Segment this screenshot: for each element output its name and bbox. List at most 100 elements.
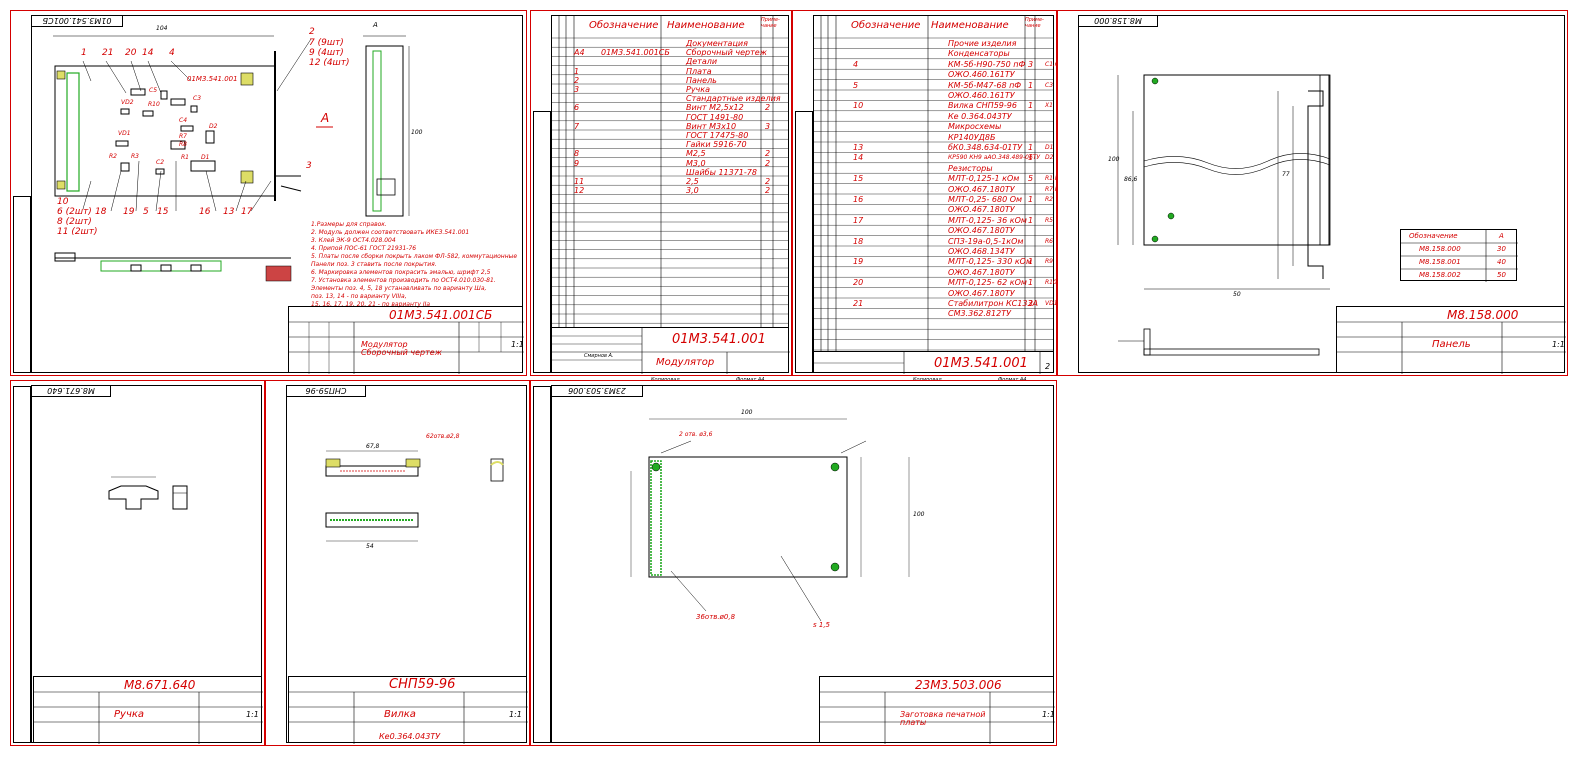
part-label: 01М3.541.001 <box>187 75 238 83</box>
sheet-assembly-drawing: 01М3.541.001СБ <box>10 10 527 376</box>
spec-grid <box>813 15 1054 351</box>
spec-cell: 14 <box>853 153 864 163</box>
spec-cell: 10 <box>853 101 864 111</box>
spec-cell: СПЗ-19а-0,5-1кОм <box>948 236 1024 246</box>
dim-height: 100 <box>1108 156 1120 163</box>
comp-r7: R7 <box>179 133 187 140</box>
table-header-a: А <box>1499 232 1504 240</box>
spec-cell: МЛТ-0,125- 62 кОм <box>948 278 1027 288</box>
spec-cell: 2 <box>765 103 771 113</box>
variants-table: Обозначение А М8.158.000 30 М8.158.001 4… <box>1400 229 1518 282</box>
callout-left-8: 8 (2шт) <box>57 217 92 227</box>
spec-cell: 2 <box>765 186 771 196</box>
spec-cell: 2,5 <box>686 177 699 186</box>
callout-13: 13 <box>223 207 235 217</box>
title-scale: 1:1 <box>511 340 524 349</box>
title-name: Панель <box>1432 339 1471 350</box>
callout-17: 17 <box>241 207 253 217</box>
spec-cell: Резисторы <box>948 163 993 173</box>
spec-cell: D1 <box>1045 144 1054 151</box>
table-header-designation: Обозначение <box>1409 232 1458 240</box>
title-block: М8.158.000 Панель 1:1 <box>1336 306 1566 374</box>
spec-cell: Х1 <box>1045 102 1053 110</box>
dim-body: 54 <box>366 543 374 550</box>
sheet-specification-2: Обозначение Наименование Приме-чание Про… <box>792 10 1073 383</box>
holes-note: 62отв.ø2,8 <box>426 433 460 440</box>
assembly-drawing <box>53 35 410 282</box>
spec-cell: 9 <box>574 158 580 168</box>
spec-cell: ОЖО.467.180ТУ <box>948 288 1015 298</box>
title-name: Ручка <box>114 709 145 720</box>
spec-cell: 2 <box>1028 299 1034 308</box>
spec-cell: КР590 КН9 аАО.348.489-06ТУ <box>948 154 1041 162</box>
title-spec: Ке0.364.043ТУ <box>379 732 441 741</box>
spec-cell: 1 <box>1028 80 1034 90</box>
spec-cell: ОЖО.467.180ТУ <box>948 226 1015 236</box>
comp-d1: D1 <box>201 154 210 161</box>
comp-r10: R10 <box>148 101 160 108</box>
callout-15: 15 <box>157 207 169 217</box>
callout-16: 16 <box>199 207 211 217</box>
callout-18: 18 <box>95 207 107 217</box>
spec-cell: СМ3.362.812ТУ <box>948 309 1011 319</box>
spec-cell: Плата <box>686 66 712 76</box>
handle-drawing <box>108 476 188 510</box>
spec-cell: С3 <box>1045 81 1054 89</box>
spec-cell: ОЖО.467.180ТУ <box>948 267 1015 277</box>
callout-4: 4 <box>169 48 175 58</box>
panel-drawing <box>1117 74 1331 356</box>
drawing-frame <box>1078 15 1565 373</box>
comp-vd2: VD2 <box>121 99 134 106</box>
spec-cell: ОЖО.468.134ТУ <box>948 247 1015 256</box>
holes-note-2: 36отв.ø0,8 <box>696 613 736 621</box>
spec-cell: МЛТ-0,125-1 кОм <box>948 174 1020 184</box>
spec-cell: ОЖО.460.161ТУ <box>948 91 1015 100</box>
table-cell: 50 <box>1497 271 1506 279</box>
spec-cell: Винт М2,5х12 <box>686 103 744 113</box>
sheet-handle: М8.671.640 М8.671.640 Ручка 1:1 <box>10 380 265 746</box>
spec-cell: 12 <box>574 186 585 196</box>
spec-cell: Стандартные изделия <box>686 94 781 104</box>
spec-cell: 1 <box>574 66 580 76</box>
side-strip <box>533 111 551 373</box>
drawing-frame <box>551 385 1054 743</box>
spec-cell: R9 <box>1045 258 1053 266</box>
side-view-label: А <box>373 21 378 29</box>
comp-c2: С2 <box>156 159 165 166</box>
spec-cell: 15 <box>853 174 864 184</box>
spec-cell: R6 <box>1045 237 1053 245</box>
spec-cell: ОЖО.467.180ТУ <box>948 184 1015 194</box>
comp-r8: R8 <box>179 141 187 148</box>
sheet-panel: М8.158.000 50 100 86,6 77 Обозначение А … <box>1057 10 1568 376</box>
spec-cell: 3 <box>765 121 771 131</box>
spec-cell: 5 <box>853 80 859 90</box>
holes-note-1: 2 отв. ø3,6 <box>679 431 713 438</box>
spec-cell: R5 <box>1045 216 1053 224</box>
spec-cell: 2 <box>765 177 771 186</box>
sheet-pcb-blank: 23М3.503.006 100 100 2 отв. ø3,6 36отв.ø… <box>530 380 1057 746</box>
spec-cell: 21 <box>853 299 864 308</box>
side-strip <box>795 111 813 373</box>
title-block: 01М3.541.001 Модулятор Смирнов А. <box>551 327 790 374</box>
title-block: 23М3.503.006 Заготовка печатной платы 1:… <box>819 676 1055 744</box>
comp-r1: R1 <box>181 154 189 161</box>
thickness-note: s 1,5 <box>813 621 831 629</box>
title-scale: 1:1 <box>1042 710 1055 719</box>
callout-20: 20 <box>125 48 137 58</box>
spec-cell: МЛТ-0,125- 330 кОм <box>948 257 1032 267</box>
spec-cell: 6 <box>574 103 580 113</box>
title-name-1: Заготовка печатной <box>900 710 986 719</box>
title-developer: Смирнов А. <box>584 353 614 359</box>
table-cell: М8.158.001 <box>1419 258 1461 266</box>
title-code: 01М3.541.001СБ <box>389 308 493 322</box>
callout-19: 19 <box>123 207 135 217</box>
spec-cell: 18 <box>853 236 864 246</box>
title-scale: 1:1 <box>509 710 522 719</box>
spec-cell: D2 <box>1045 154 1054 162</box>
title-block: 01М3.541.001СБ Модулятор Сборочный черте… <box>288 306 524 374</box>
comp-vd1: VD1 <box>118 130 131 137</box>
title-code: 01М3.541.001 <box>934 356 1028 371</box>
spec-cell: Винт М3х10 <box>686 121 737 131</box>
view-label-a: А <box>321 111 330 125</box>
dim-width: 50 <box>1233 291 1241 298</box>
